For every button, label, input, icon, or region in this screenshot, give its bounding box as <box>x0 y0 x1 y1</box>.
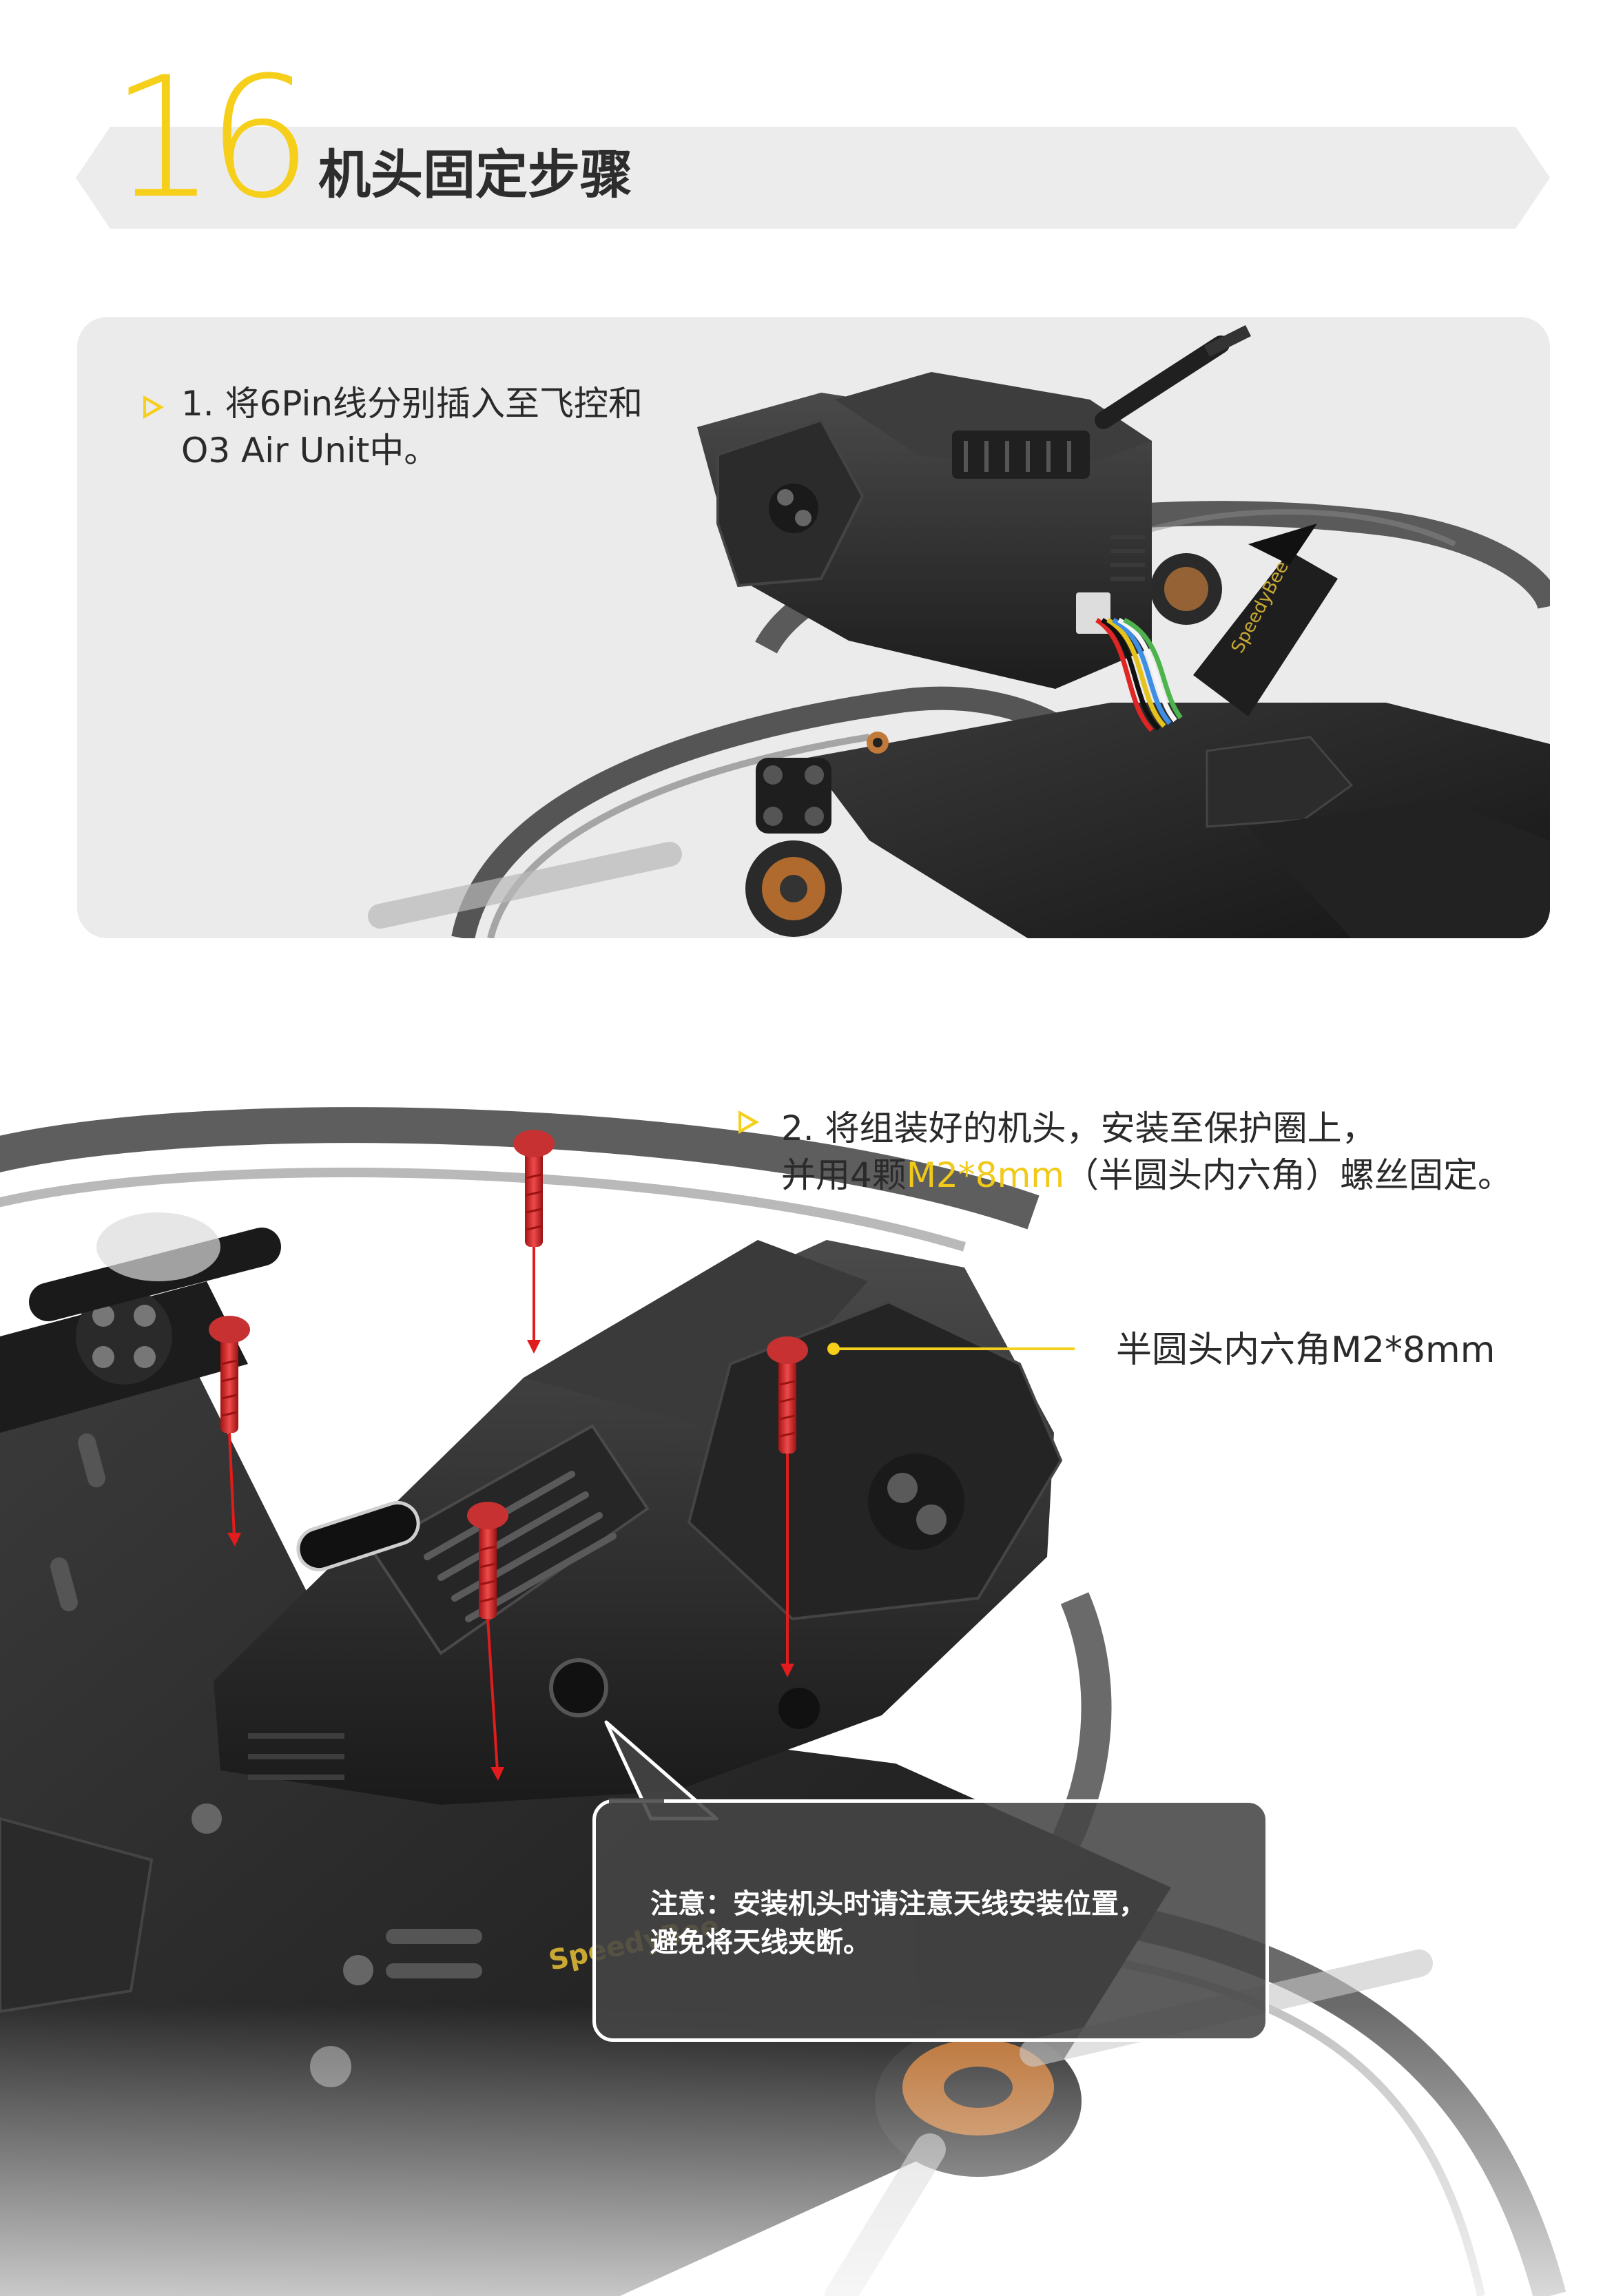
step2-bullet-icon <box>738 1110 759 1134</box>
step-number: 16 <box>110 41 313 236</box>
note-line2: 避免将天线夹断。 <box>650 1927 871 1958</box>
step2-line2: 并用4颗M2*8mm（半圆头内六角）螺丝固定。 <box>781 1152 1573 1199</box>
step1-instruction: 1. 将6Pin线分别插入至飞控和 O3 Air Unit中。 <box>181 380 705 474</box>
note-text: 注意：安装机头时请注意天线安装位置， 避免将天线夹断。 <box>650 1885 1188 1962</box>
header-band <box>76 127 1550 229</box>
step2-line2-prefix: 并用4颗 <box>781 1155 907 1195</box>
screw-callout-label: 半圆头内六角M2*8mm <box>1116 1330 1496 1371</box>
step2-drone-illustration: SpeedyBee <box>0 1107 1623 2296</box>
note-box <box>592 1799 1269 2042</box>
step1-line1: 1. 将6Pin线分别插入至飞控和 <box>181 384 643 424</box>
screw-spec-highlight: M2*8mm <box>906 1155 1064 1195</box>
screw-right <box>767 1336 808 1454</box>
step1-panel: SpeedyBee <box>77 317 1550 938</box>
note-box-pointer-join <box>609 1798 664 1803</box>
step2-instruction: 2. 将组装好的机头，安装至保护圈上， 并用4颗M2*8mm（半圆头内六角）螺丝… <box>781 1105 1573 1199</box>
screw-left <box>209 1316 250 1433</box>
step2-line1: 2. 将组装好的机头，安装至保护圈上， <box>781 1108 1376 1148</box>
page-title: 机头固定步骤 <box>318 144 632 205</box>
step1-drone-illustration: SpeedyBee <box>368 324 1550 938</box>
step1-line2: O3 Air Unit中。 <box>181 431 439 470</box>
screw-arrows <box>227 1247 794 1781</box>
step1-bullet-icon <box>143 395 164 419</box>
step2-line2-suffix: （半圆头内六角）螺丝固定。 <box>1064 1155 1512 1195</box>
note-line1: 注意：安装机头时请注意天线安装位置， <box>650 1888 1146 1920</box>
screw-center <box>467 1502 508 1619</box>
screw-top <box>513 1130 555 1247</box>
